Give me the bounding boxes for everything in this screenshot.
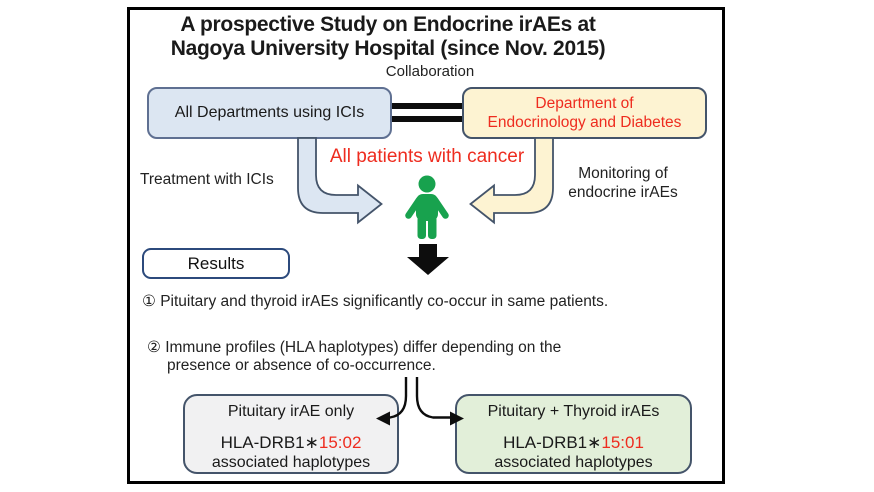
hla-allele-right: 15:01	[601, 433, 644, 452]
results-badge: Results	[142, 248, 290, 279]
hla-allele-left: 15:02	[318, 433, 362, 452]
hla-prefix-left: HLA-DRB1∗	[220, 433, 319, 452]
endocrinology-label-line2: Endocrinology and Diabetes	[487, 114, 682, 131]
collaboration-label: Collaboration	[385, 63, 475, 80]
monitoring-label-line2: endocrine irAEs	[568, 184, 678, 201]
pituitary-thyroid-title: Pituitary + Thyroid irAEs	[487, 403, 660, 420]
hla-prefix-right: HLA-DRB1∗	[503, 433, 602, 452]
endocrinology-box: Department of Endocrinology and Diabetes	[462, 87, 707, 139]
pituitary-only-hla: HLA-DRB1∗15:02	[185, 433, 397, 453]
pituitary-only-subtitle: associated haplotypes	[211, 454, 371, 471]
all-patients-label: All patients with cancer	[329, 146, 525, 167]
title-line-1: A prospective Study on Endocrine irAEs a…	[180, 13, 596, 36]
finding-2-line2: presence or absence of co-occurrence.	[167, 357, 436, 374]
monitoring-label: Monitoring of endocrine irAEs	[552, 164, 694, 202]
pituitary-thyroid-hla: HLA-DRB1∗15:01	[457, 433, 690, 453]
endocrinology-label-line1: Department of	[535, 95, 634, 112]
finding-2-line1: ② Immune profiles (HLA haplotypes) diffe…	[147, 339, 562, 356]
pituitary-thyroid-subtitle: associated haplotypes	[494, 454, 653, 471]
treatment-label: Treatment with ICIs	[140, 171, 274, 188]
all-departments-box: All Departments using ICIs	[147, 87, 392, 139]
monitoring-label-line1: Monitoring of	[578, 165, 668, 182]
title-line-2: Nagoya University Hospital (since Nov. 2…	[170, 37, 606, 60]
all-departments-label: All Departments using ICIs	[174, 104, 365, 121]
pituitary-only-title: Pituitary irAE only	[227, 403, 355, 420]
results-label: Results	[187, 253, 245, 273]
figure-title: A prospective Study on Endocrine irAEs a…	[133, 13, 643, 61]
pituitary-thyroid-box: Pituitary + Thyroid irAEs HLA-DRB1∗15:01…	[455, 394, 692, 474]
pituitary-only-box: Pituitary irAE only HLA-DRB1∗15:02 assoc…	[183, 394, 399, 474]
finding-1: ① Pituitary and thyroid irAEs significan…	[142, 293, 609, 310]
